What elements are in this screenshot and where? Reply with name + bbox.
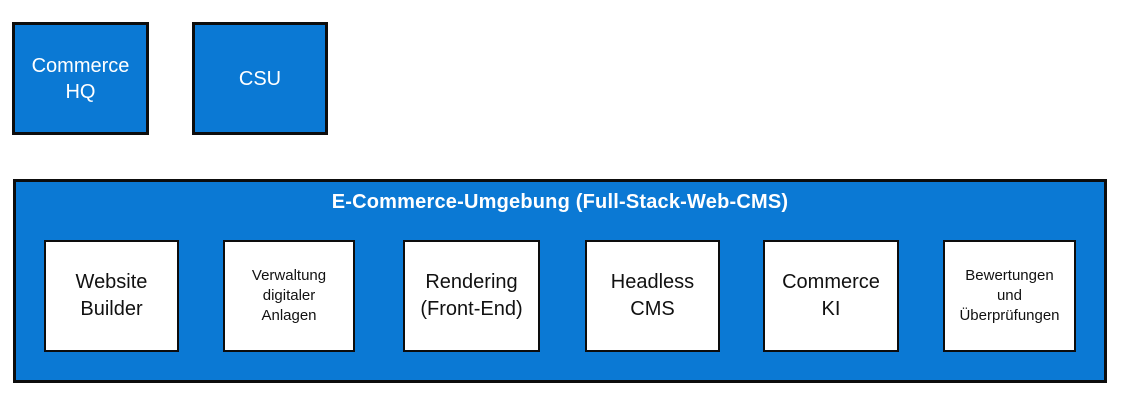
commerce-hq-label: Commerce HQ [31,54,130,103]
module-headless-cms-label: Headless CMS [610,271,695,320]
csu-label: CSU [238,67,282,90]
ecommerce-environment-title: E-Commerce-Umgebung (Full-Stack-Web-CMS) [331,191,789,213]
csu-box: CSU [192,22,328,135]
commerce-hq-box: Commerce HQ [12,22,149,135]
module-rendering-front-end: Rendering (Front-End) [403,240,540,352]
module-bewertungen-und-ueberpruefungen: Bewertungen und Überprüfungen [943,240,1076,352]
module-website-builder: Website Builder [44,240,179,352]
ecommerce-environment-container: E-Commerce-Umgebung (Full-Stack-Web-CMS)… [13,179,1107,383]
module-verwaltung-digitaler-anlagen-label: Verwaltung digitaler Anlagen [251,266,327,325]
module-commerce-ki: Commerce KI [763,240,899,352]
module-commerce-ki-label: Commerce KI [782,271,880,320]
module-website-builder-label: Website Builder [75,271,148,320]
module-bewertungen-und-ueberpruefungen-label: Bewertungen und Überprüfungen [959,266,1060,325]
module-rendering-front-end-label: Rendering (Front-End) [420,271,523,320]
module-headless-cms: Headless CMS [585,240,720,352]
module-verwaltung-digitaler-anlagen: Verwaltung digitaler Anlagen [223,240,355,352]
